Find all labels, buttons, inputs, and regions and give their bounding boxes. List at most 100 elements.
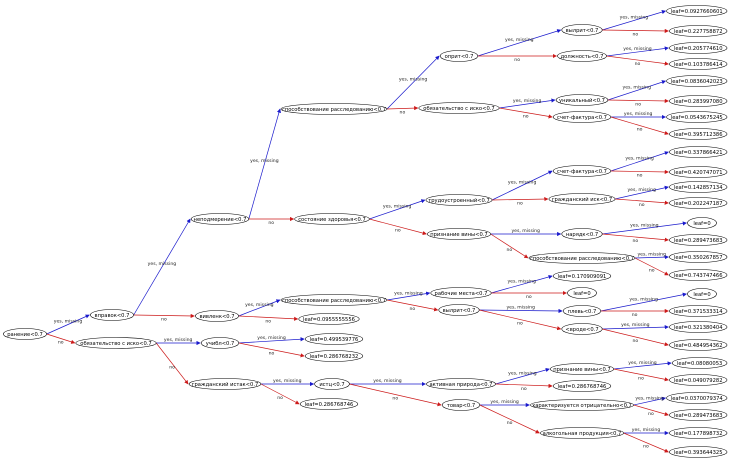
split-node: истц<0.7 [314,378,350,390]
node-ellipse [418,102,500,114]
edge-label-no: no [392,397,398,402]
node-label: вылрит<0.7 [566,28,599,34]
leaf-node: leaf=0.0543675245 [666,111,728,123]
node-ellipse [669,42,728,54]
edge-label-no: no [514,58,520,63]
leaf-node: leaf=0.0370079374 [666,392,728,404]
node-ellipse [552,380,612,392]
split-node: состояние здоровья<0.7 [294,213,370,225]
split-node: вылрит<0.7 [561,24,603,36]
edge-label-yes: yes, missing [273,378,302,384]
node-label: leaf=0 [693,292,710,298]
node-label: уникальный<0.7 [559,97,605,104]
node-label: состояние здоровья<0.7 [298,217,366,223]
node-ellipse [666,111,728,123]
node-label: признание вины<0.7 [430,232,488,238]
edge-label-no: no [269,352,275,357]
leaf-node: leaf=0.283997080 [669,95,728,107]
edge-label-yes: yes, missing [624,111,653,117]
node-label: способствование расследованию<0.7 [282,298,386,304]
node-label: активная природа<0.7 [430,382,493,388]
node-label: учибл<0.7 [206,341,235,347]
node-label: должность<0.7 [561,54,604,60]
node-label: характеризуется отрицательно<0.7 [532,403,632,409]
edge-no-n25-n44 [607,98,669,104]
edge-label-no: no [410,307,416,312]
node-ellipse [669,95,728,107]
edge-yes-n25-n43 [607,80,667,101]
node-label: leaf=0.484954362 [674,343,723,349]
leaf-node: leaf=0 [687,288,717,300]
split-node: характеризуется отрицательно<0.7 [530,399,634,411]
edge-no-n23-n40 [602,28,669,34]
edge-no-n21-n36 [495,383,553,388]
node-ellipse [561,323,603,335]
edge-no-n0-n2 [46,333,76,344]
node-ellipse [666,5,728,17]
node-label: leaf=0.395712386 [674,132,723,138]
edge-label-no: no [639,203,645,208]
edge-label-yes: yes, missing [513,98,542,104]
edge-label-yes: yes, missing [623,46,652,52]
edge-yes-n34-n57 [602,325,669,330]
split-node: ранение<0.7 [3,328,47,340]
node-ellipse [548,193,616,205]
node-label: leaf=0.0370079374 [671,396,724,402]
node-ellipse [669,446,728,458]
split-node: счет-фактура<0.7 [552,165,612,177]
edge-label-yes: yes, missing [148,261,177,267]
node-label: leaf=0.289473683 [674,238,723,244]
edge-label-yes: yes, missing [508,180,537,186]
edge-no-n1-n4 [133,313,195,319]
edge-label-yes: yes, missing [505,37,534,43]
node-label: алкогольная продукция<0.7 [543,431,622,437]
node-label: leaf=0.177898732 [674,431,723,437]
leaf-node: leaf=0.286768746 [552,380,612,392]
node-label: leaf=0.227758872 [674,29,723,35]
node-label: вивленк<0.7 [199,314,234,320]
leaf-node: leaf=0 [567,287,597,299]
node-label: leaf=0 [693,221,710,227]
node-ellipse [669,58,728,70]
node-ellipse [540,427,624,439]
node-ellipse [426,378,496,390]
edge-label-yes: yes, missing [629,297,658,303]
edge-label-no: no [268,221,274,226]
node-ellipse [90,309,134,321]
node-ellipse [669,251,728,263]
split-node: трудоустроенный<0.7 [425,194,493,206]
node-label: leaf=0.286768746 [305,402,354,408]
edge-label-no: no [632,239,638,244]
edge-no-n7-n16 [387,106,419,111]
edge-no-n28-n50 [615,198,669,205]
split-node: счет-фактура<0.7 [552,111,612,123]
split-node: обязательство с иско<0.7 [418,102,500,114]
split-node: уникальный<0.7 [555,94,609,106]
split-node: вылрит<0.7 [438,304,480,316]
split-node: неподмерение<0.7 [190,213,250,225]
node-label: leaf=0.283997080 [674,99,723,105]
node-label: нарядк<0.7 [566,232,598,238]
edge-yes-n9-n19 [386,291,431,301]
node-ellipse [530,399,634,411]
edge-no-n26-n46 [610,116,669,135]
node-ellipse [280,103,388,115]
edge-label-yes: yes, missing [257,335,286,341]
node-label: обязательство с иско<0.7 [423,106,494,112]
node-ellipse [75,337,157,349]
split-node: учибл<0.7 [200,337,240,349]
node-label: вправок<0.7 [95,313,130,319]
node-label: неподмерение<0.7 [194,217,247,223]
node-ellipse [314,378,350,390]
node-label: leaf=0.205774610 [674,46,723,52]
leaf-node: leaf=0.289473683 [669,234,728,246]
edge-label-no: no [648,412,654,417]
node-label: гражданский иск<0.7 [552,196,612,203]
leaf-node: leaf=0.0836042023 [666,75,728,87]
node-ellipse [304,333,364,345]
node-ellipse [425,194,493,206]
leaf-node: leaf=0.286768232 [304,350,364,362]
node-label: признание вины<0.7 [553,367,611,373]
leaf-node: leaf=0.202247187 [669,197,728,209]
